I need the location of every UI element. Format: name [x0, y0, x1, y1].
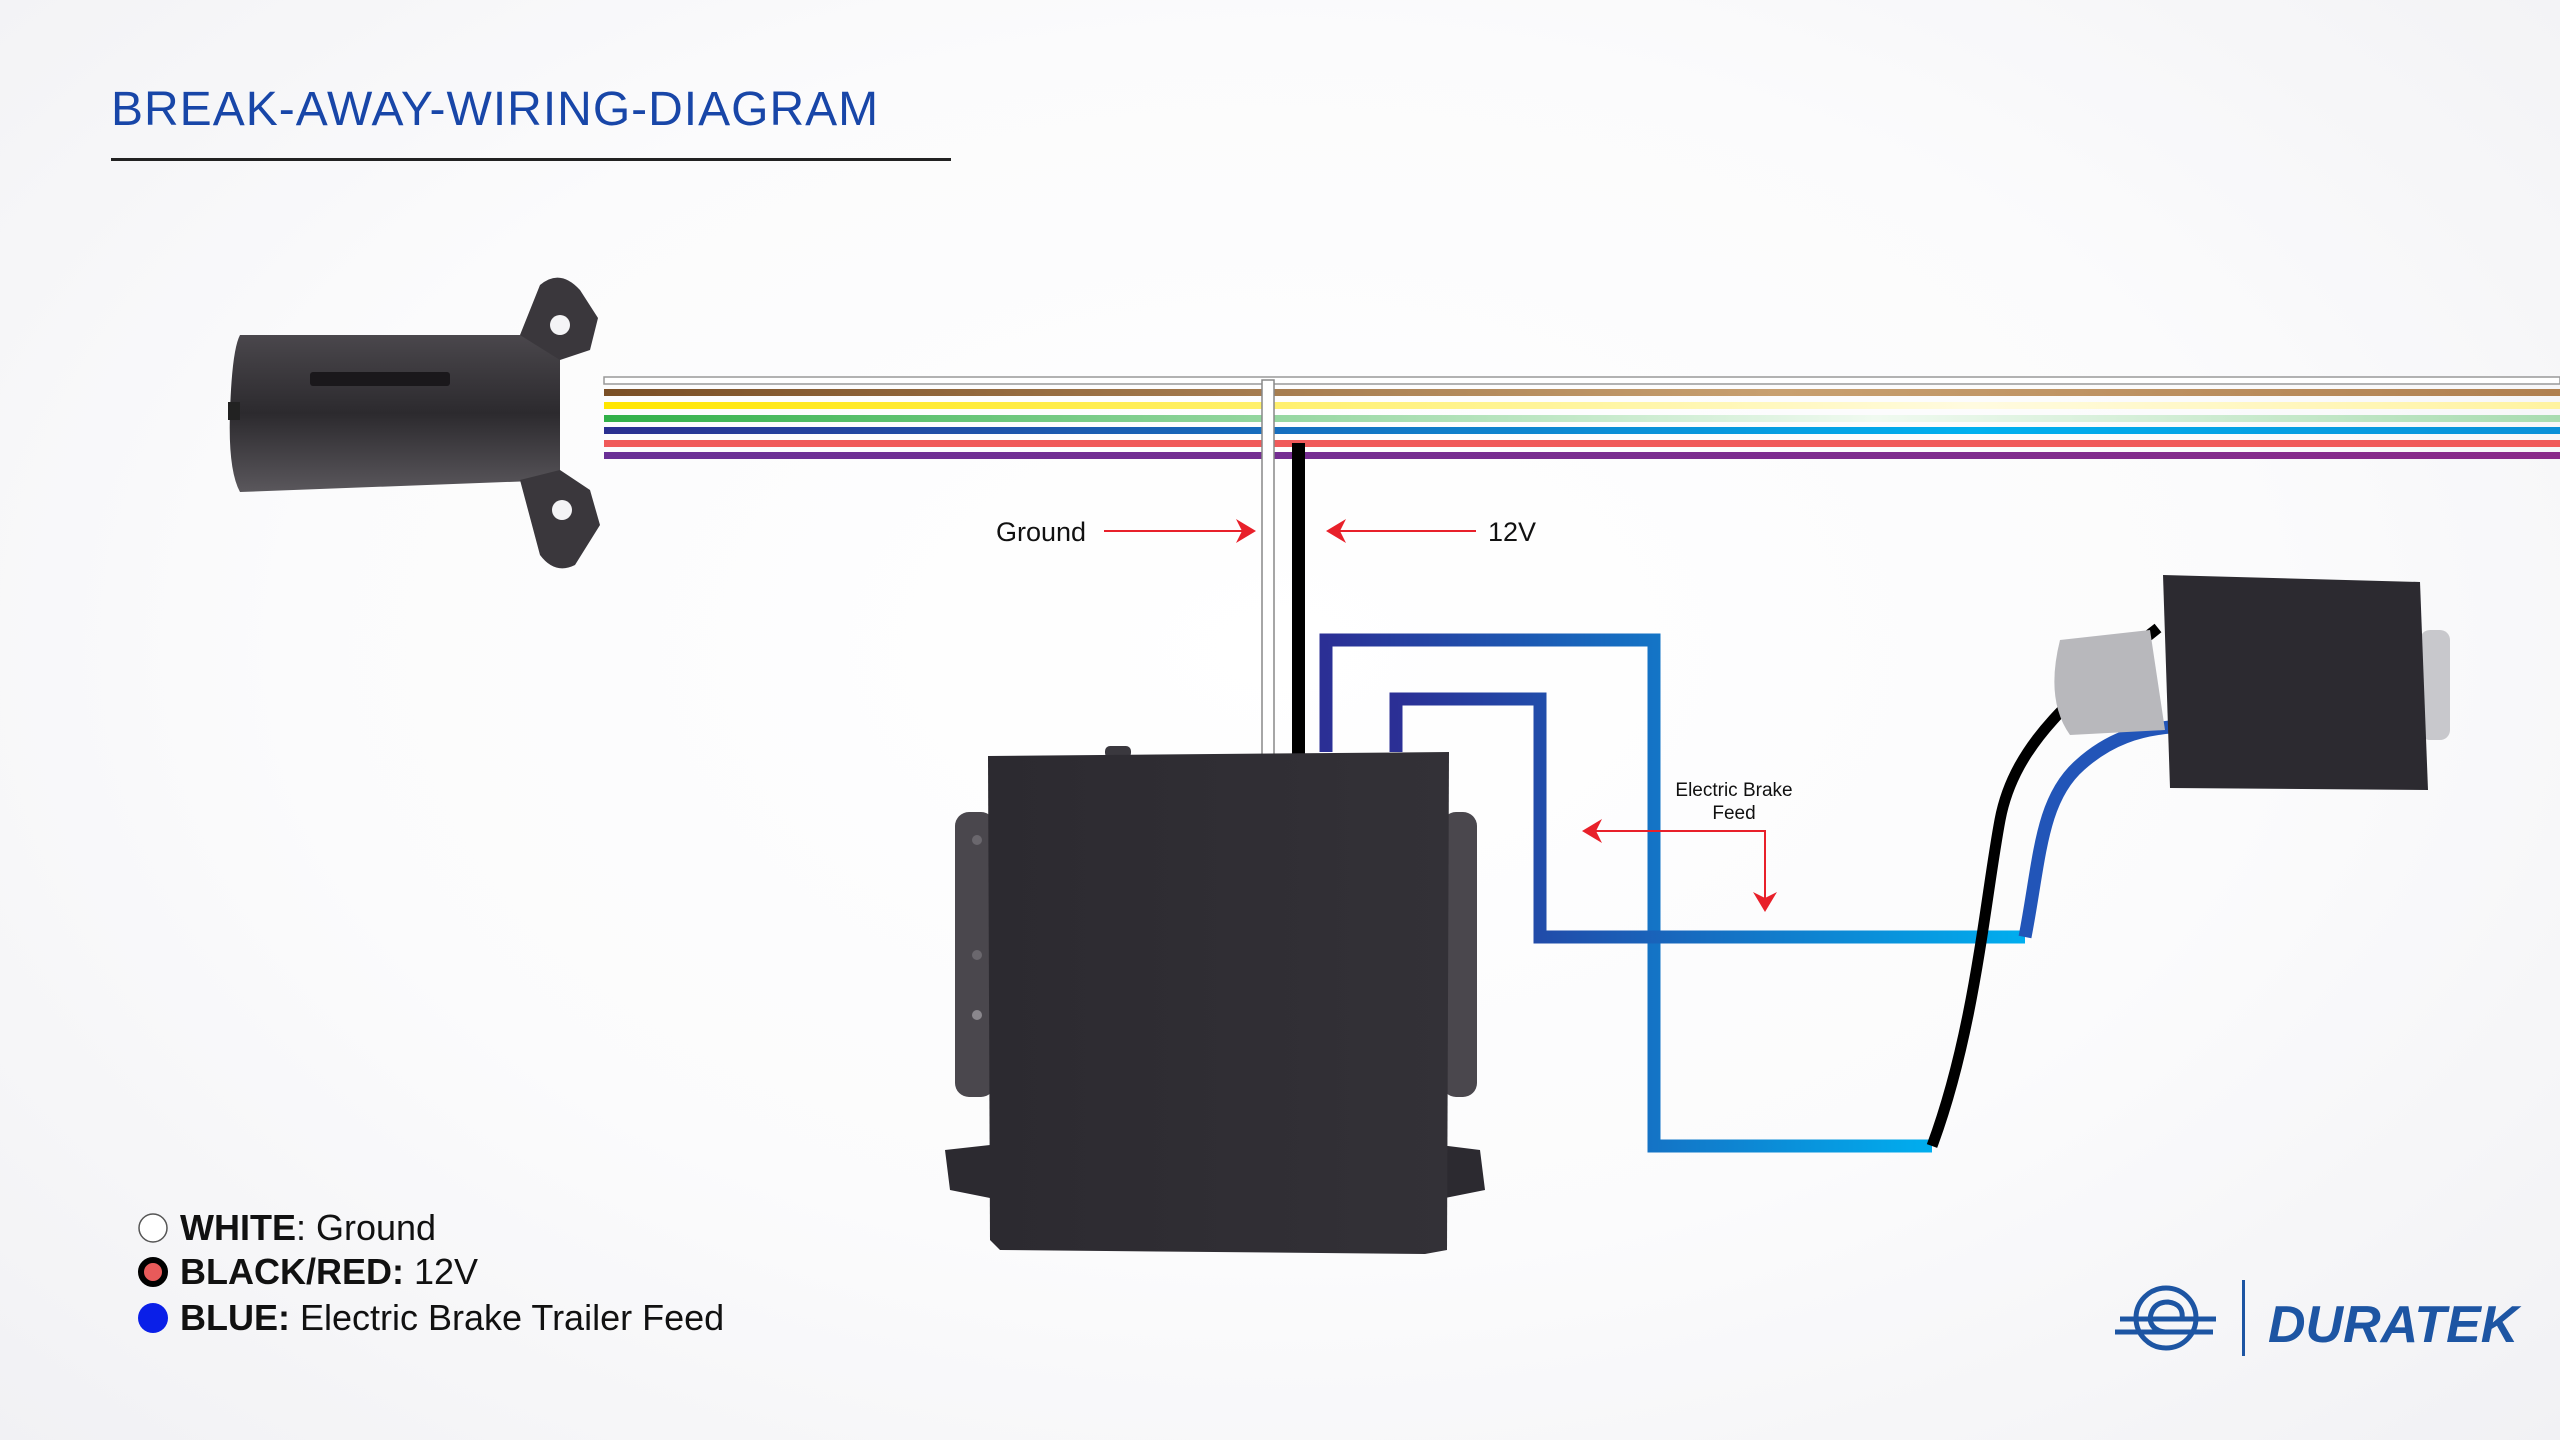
legend-swatch-black-red	[138, 1257, 168, 1287]
wire-white	[603, 376, 2560, 385]
trailer-plug-connector	[228, 277, 600, 569]
logo-divider	[2242, 1280, 2245, 1356]
ground-wire-white	[1261, 379, 1275, 757]
legend-swatch-white	[138, 1213, 168, 1243]
breakaway-switch	[2054, 575, 2450, 790]
12v-label: 12V	[1488, 517, 1536, 547]
legend: WHITE: Ground BLACK/RED: 12V BLUE: Elect…	[138, 1207, 724, 1338]
ground-arrow	[1104, 519, 1256, 543]
ground-label: Ground	[996, 517, 1086, 547]
page-title: BREAK-AWAY-WIRING-DIAGRAM	[111, 83, 879, 136]
wire-green	[604, 415, 2560, 422]
wire-red	[604, 440, 2560, 447]
logo-text: DURATEK	[2268, 1296, 2522, 1354]
breakaway-battery-box	[945, 746, 1485, 1254]
wire-purple	[604, 452, 2560, 459]
blue-wire-to-brake	[2018, 720, 2171, 939]
brake-feed-label-line2: Feed	[1712, 803, 1755, 824]
12v-arrow	[1326, 519, 1476, 543]
brake-feed-label-line1: Electric Brake	[1675, 780, 1792, 801]
legend-item-white: WHITE: Ground	[180, 1207, 436, 1248]
legend-item-black-red: BLACK/RED: 12V	[180, 1251, 478, 1292]
wire-blue	[604, 427, 2560, 434]
inner-blue-loop	[1389, 692, 2025, 944]
legend-item-blue: BLUE: Electric Brake Trailer Feed	[180, 1297, 724, 1338]
duratek-logo: DURATEK	[2115, 1280, 2522, 1356]
wire-harness	[603, 376, 2560, 459]
title-underline	[111, 158, 951, 161]
legend-swatch-blue	[138, 1303, 168, 1333]
duratek-emblem-icon	[2115, 1285, 2216, 1351]
outer-blue-loop	[1319, 633, 1932, 1153]
wire-brown	[604, 389, 2560, 396]
wire-yellow	[604, 402, 2560, 409]
12v-wire-black	[1292, 443, 1305, 756]
brake-feed-arrows	[1582, 819, 1777, 912]
